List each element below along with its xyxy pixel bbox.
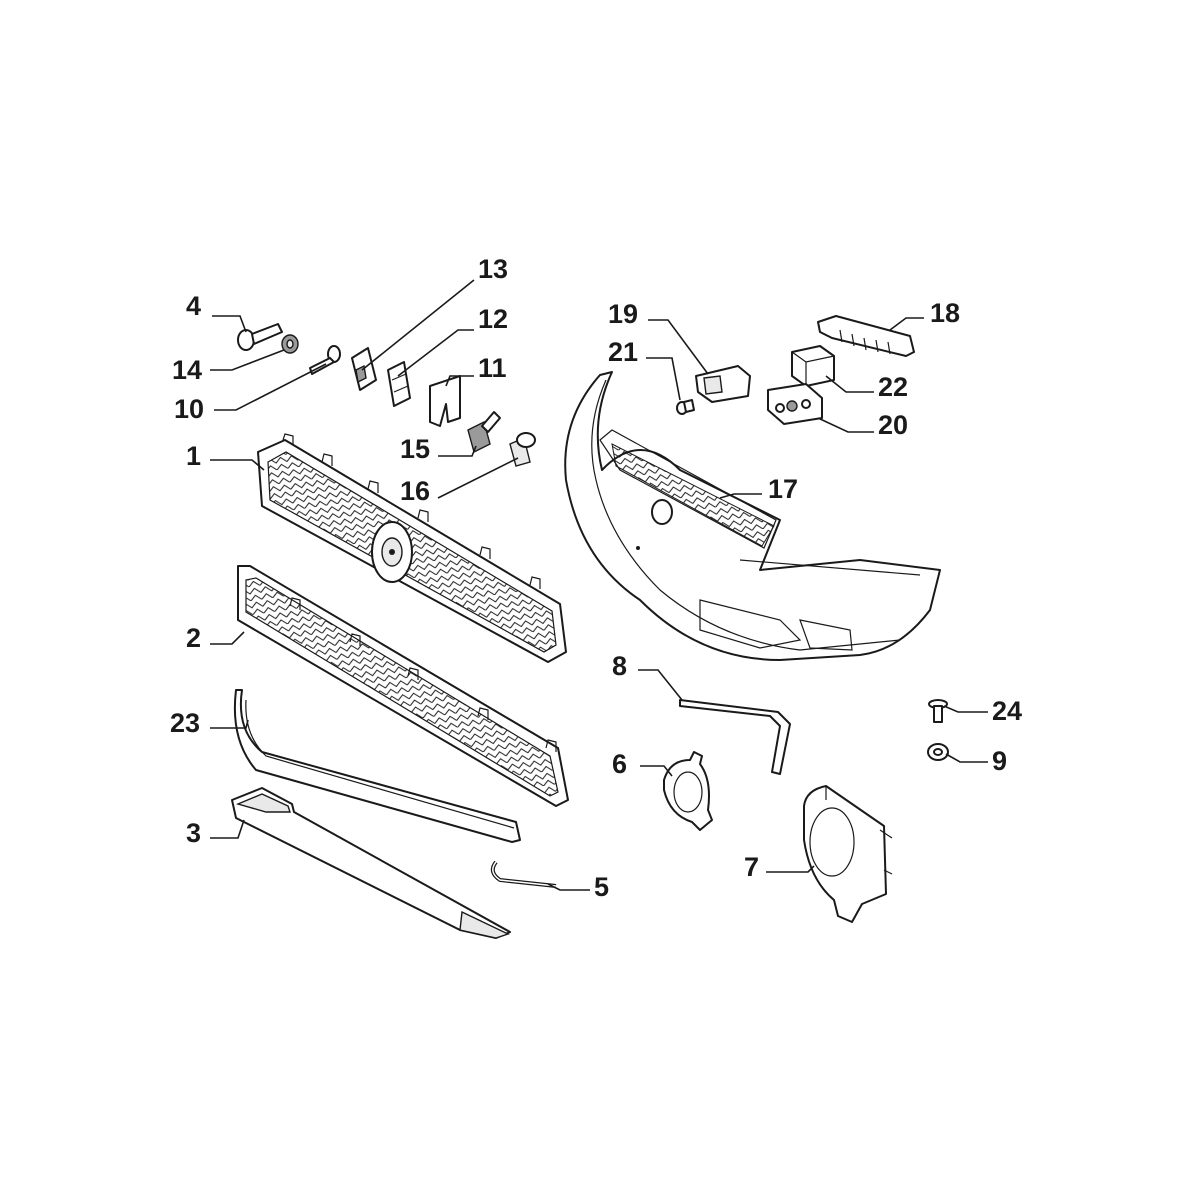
callout-6: 6 — [612, 749, 627, 779]
callout-18: 18 — [930, 298, 960, 328]
plug-21 — [676, 399, 695, 415]
callout-2: 2 — [186, 623, 201, 653]
callout-13: 13 — [478, 254, 508, 284]
lower-spoiler — [231, 787, 511, 939]
callout-17: 17 — [768, 474, 798, 504]
callout-14: 14 — [172, 355, 202, 385]
callout-22: 22 — [878, 372, 908, 402]
callout-3: 3 — [186, 818, 201, 848]
front-bumper — [564, 371, 941, 661]
upper-grille — [257, 433, 567, 663]
block-22 — [791, 345, 835, 387]
wire-clip — [490, 860, 557, 888]
fog-lamp-trim-8 — [679, 699, 791, 775]
callout-1: 1 — [186, 441, 201, 471]
callout-24: 24 — [992, 696, 1022, 726]
sensor-housing-20 — [767, 383, 823, 425]
callout-labels: 4 14 10 13 12 11 15 16 1 2 23 3 5 6 7 8 … — [170, 254, 1022, 902]
bracket-11 — [429, 375, 461, 427]
callout-8: 8 — [612, 651, 627, 681]
callout-23: 23 — [170, 708, 200, 738]
callout-19: 19 — [608, 299, 638, 329]
washer-9 — [927, 743, 949, 761]
rivet-24 — [928, 699, 948, 723]
nut-14 — [281, 334, 299, 354]
bolt-16 — [509, 432, 536, 467]
callout-16: 16 — [400, 476, 430, 506]
callout-9: 9 — [992, 746, 1007, 776]
clip-12 — [387, 361, 411, 407]
callout-5: 5 — [594, 872, 609, 902]
callout-20: 20 — [878, 410, 908, 440]
fog-lamp-bracket-7 — [803, 785, 893, 923]
leader-lines — [210, 279, 988, 891]
callout-15: 15 — [400, 434, 430, 464]
chrome-trim-strip — [233, 689, 521, 843]
callout-21: 21 — [608, 337, 638, 367]
lower-grille — [237, 565, 569, 807]
callout-11: 11 — [478, 353, 507, 383]
callout-12: 12 — [478, 304, 508, 334]
callout-4: 4 — [186, 291, 201, 321]
bumper-bracket-18 — [817, 315, 915, 357]
callout-10: 10 — [174, 394, 204, 424]
cap-6 — [663, 751, 713, 831]
sensor-bracket-19 — [695, 365, 751, 403]
callout-7: 7 — [744, 852, 759, 882]
bolt-15 — [467, 411, 501, 454]
